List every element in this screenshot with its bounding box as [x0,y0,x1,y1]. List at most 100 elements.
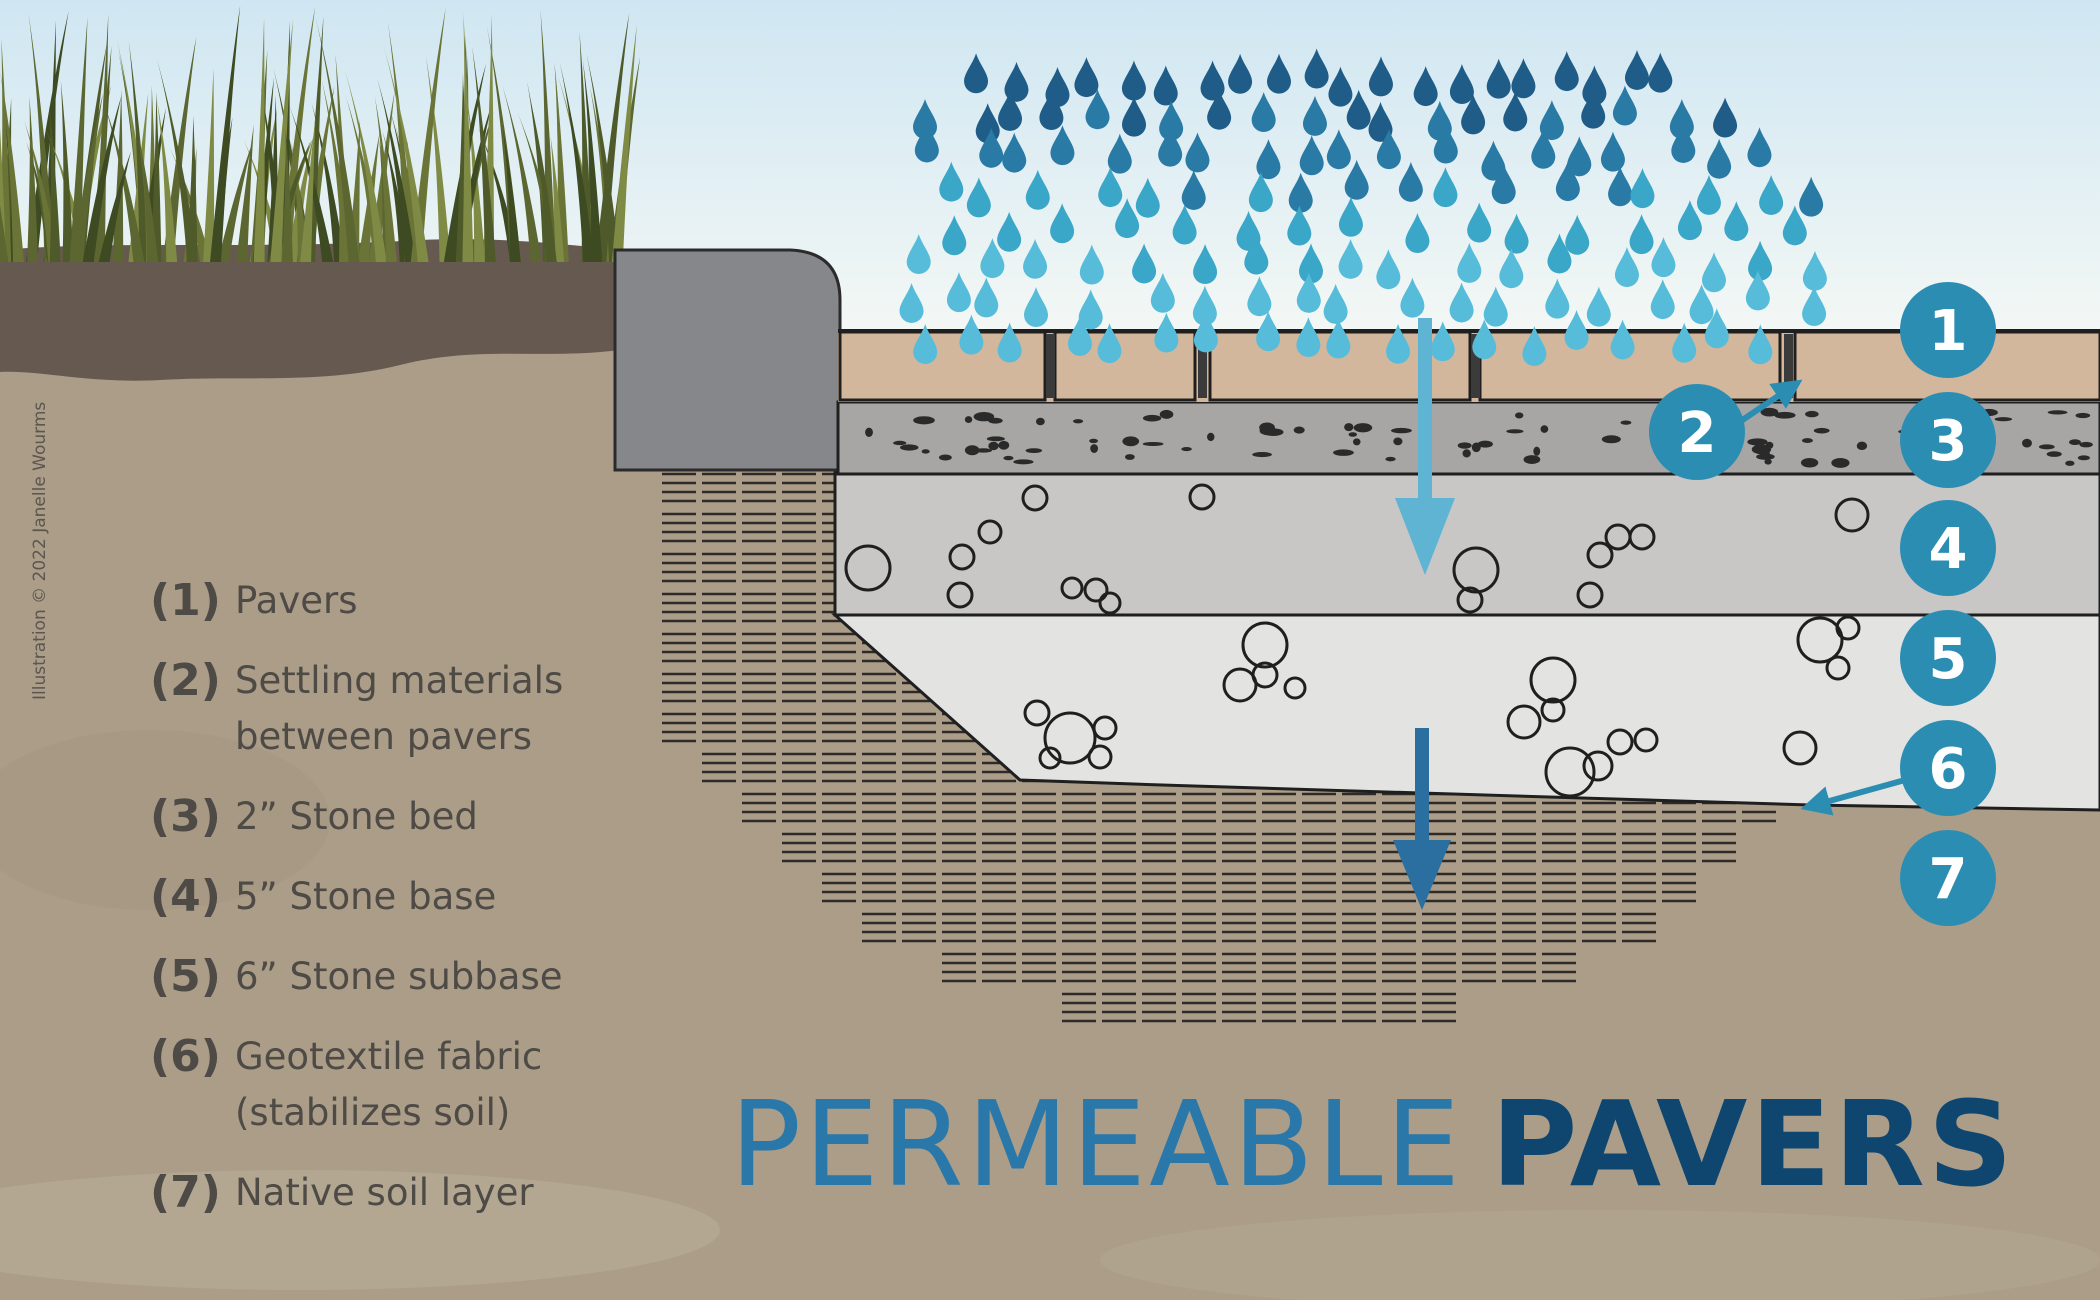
gravel-speck [2065,461,2074,466]
gravel-speck [965,445,980,455]
gravel-speck [1523,455,1540,464]
marker-number: 6 [1929,737,1968,802]
title-bold: PAVERS [1491,1075,2016,1213]
gravel-speck [2047,451,2062,457]
legend-number: (3) [150,791,235,843]
gravel-speck [1533,447,1540,456]
gravel-speck [1621,421,1632,425]
gravel-speck [1472,443,1481,453]
paver-joint [1046,334,1055,398]
legend: (1) Pavers (2) Settling materials betwee… [150,575,563,1247]
gravel-speck [998,441,1009,450]
gravel-speck [2079,442,2092,448]
legend-label: Settling materials between pavers [235,653,563,765]
gravel-speck [1026,448,1042,453]
marker-5: 5 [1900,610,1996,706]
gravel-speck [987,436,1005,441]
marker-number: 7 [1929,847,1968,912]
gravel-speck [988,442,998,450]
gravel-speck [1349,432,1357,437]
legend-item-native-soil: (7) Native soil layer [150,1167,563,1221]
marker-3: 3 [1900,392,1996,488]
gravel-speck [2039,444,2055,449]
gravel-speck [2075,413,2090,418]
legend-item-stone-bed: (3) 2” Stone bed [150,791,563,845]
marker-7: 7 [1900,830,1996,926]
gravel-speck [913,416,935,424]
title-light: PERMEABLE [730,1075,1463,1213]
gravel-speck [1463,449,1471,457]
gravel-speck [2022,439,2032,448]
gravel-speck [900,444,918,450]
gravel-speck [1602,435,1621,443]
legend-item-pavers: (1) Pavers [150,575,563,629]
gravel-speck [1089,439,1098,443]
gravel-speck [1814,428,1830,434]
gravel-speck [988,418,1003,424]
gravel-speck [1393,437,1402,445]
marker-1: 1 [1900,282,1996,378]
gravel-speck [1333,449,1354,455]
gravel-speck [1090,444,1098,453]
gravel-speck [1125,454,1135,460]
legend-label: Geotextile fabric (stabilizes soil) [235,1029,542,1141]
marker-number: 5 [1929,627,1968,692]
gravel-speck [922,449,930,453]
gravel-speck [1541,425,1549,433]
gravel-speck [1252,452,1272,457]
gravel-speck [1003,456,1013,460]
legend-number: (2) [150,655,235,707]
legend-number: (7) [150,1167,235,1219]
gravel-speck [1385,457,1395,461]
gravel-speck [1143,415,1161,422]
gravel-speck [1458,442,1472,448]
gravel-speck [1181,447,1191,451]
gravel-speck [1160,410,1174,419]
gravel-speck [1122,436,1139,446]
marker-number: 3 [1929,409,1968,474]
gravel-speck [1802,438,1813,443]
gravel-speck [1515,412,1523,418]
gravel-speck [1036,418,1045,426]
marker-4: 4 [1900,500,1996,596]
legend-label: Native soil layer [235,1165,534,1221]
gravel-speck [1774,412,1795,419]
gravel-speck [1857,442,1867,450]
gravel-speck [965,416,972,423]
gravel-speck [1013,459,1033,464]
gravel-speck [1764,459,1771,465]
legend-label: 6” Stone subbase [235,949,563,1005]
diagram-title: PERMEABLEPAVERS [730,1085,2016,1203]
gravel-speck [2078,455,2090,460]
gravel-speck [1391,428,1412,433]
marker-2: 2 [1649,384,1745,480]
marker-number: 1 [1929,299,1968,364]
gravel-speck [1506,429,1523,433]
legend-label: Pavers [235,573,357,629]
legend-item-stone-subbase: (5) 6” Stone subbase [150,951,563,1005]
legend-item-settling-materials: (2) Settling materials between pavers [150,655,563,765]
gravel-speck [1354,423,1373,432]
gravel-speck [1831,458,1849,468]
gravel-speck [1073,419,1083,423]
legend-item-geotextile-fabric: (6) Geotextile fabric (stabilizes soil) [150,1031,563,1141]
legend-number: (5) [150,951,235,1003]
legend-item-stone-base: (4) 5” Stone base [150,871,563,925]
concrete-curb [615,250,840,470]
legend-number: (1) [150,575,235,627]
legend-number: (6) [150,1031,235,1083]
legend-number: (4) [150,871,235,923]
gravel-speck [1353,438,1361,445]
gravel-speck [1801,458,1818,467]
gravel-speck [1805,411,1819,417]
marker-number: 2 [1678,401,1717,466]
gravel-speck [865,428,873,437]
legend-label: 2” Stone bed [235,789,478,845]
gravel-speck [1995,417,2012,421]
gravel-speck [893,441,906,445]
gravel-speck [939,454,952,460]
gravel-speck [1260,426,1277,435]
gravel-speck [1207,433,1214,441]
gravel-speck [2048,410,2068,414]
